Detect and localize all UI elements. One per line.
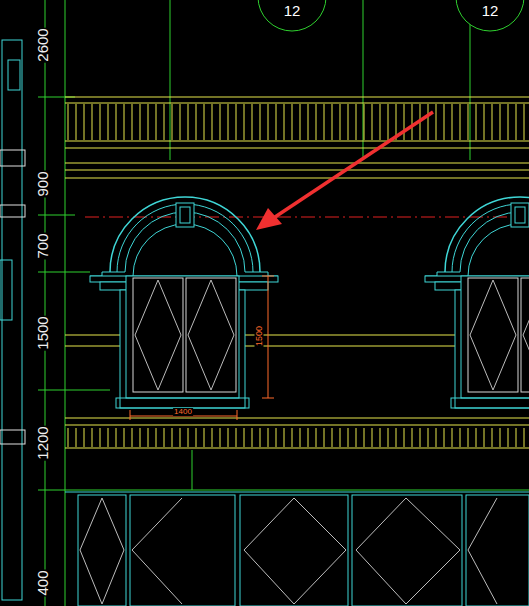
dimension-text: 700 [35, 232, 50, 259]
axis-number: 12 [482, 3, 499, 18]
dimension-text: 1500 [35, 315, 50, 350]
grid-axis-bubble: 12 [455, 0, 525, 32]
dimension-text: 2600 [35, 27, 50, 62]
dimension-text: 1500 [255, 325, 264, 347]
grid-axis-bubble: 12 [257, 0, 327, 32]
axis-number: 12 [284, 3, 301, 18]
dimension-text: 400 [35, 569, 50, 596]
dimension-text: 1400 [173, 408, 193, 416]
dimension-text: 900 [35, 170, 50, 197]
dimension-text: 1200 [35, 425, 50, 460]
